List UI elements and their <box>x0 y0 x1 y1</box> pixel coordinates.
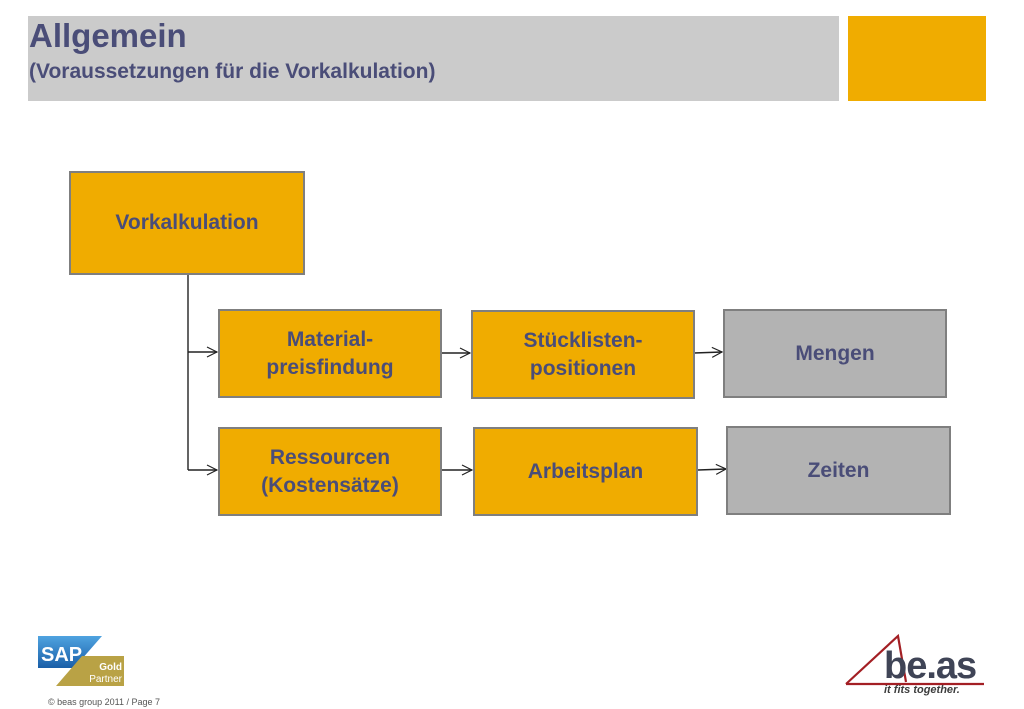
node-zeiten: Zeiten <box>726 426 951 515</box>
node-vorkalkulation-label: Vorkalkulation <box>115 211 259 234</box>
beas-tagline: it fits together. <box>884 684 960 696</box>
node-mengen-label: Mengen <box>795 341 875 365</box>
svg-text:Gold: Gold <box>99 662 122 673</box>
sap-gold-partner-logo: SAP Gold Partner <box>38 636 124 686</box>
node-materialpreisfindung: Material- preisfindung <box>218 309 442 398</box>
node-zeiten-label: Zeiten <box>807 458 870 482</box>
svg-text:be.as: be.as <box>884 645 976 687</box>
header-accent-box <box>848 16 986 101</box>
footer-copyright: © beas group 2011 / Page 7 <box>48 697 161 707</box>
node-stuecklistenpositionen: Stücklisten- positionen <box>471 310 695 399</box>
page-title: Allgemein <box>29 17 187 54</box>
svg-text:Partner: Partner <box>89 674 122 685</box>
node-materialpreisfindung-label: Material- preisfindung <box>266 327 394 379</box>
node-arbeitsplan-label: Arbeitsplan <box>527 459 644 483</box>
page-subtitle: (Voraussetzungen für die Vorkalkulation) <box>29 60 436 83</box>
node-arbeitsplan: Arbeitsplan <box>473 427 698 516</box>
node-ressourcen-label: Ressourcen (Kostensätze) <box>261 445 399 497</box>
node-vorkalkulation: Vorkalkulation <box>69 171 305 275</box>
arrow-stueckliste-to-mengen <box>693 352 722 353</box>
header-bar <box>28 16 839 101</box>
svg-text:SAP: SAP <box>41 644 82 666</box>
node-ressourcen: Ressourcen (Kostensätze) <box>218 427 442 516</box>
beas-logo: be.as <box>845 633 984 687</box>
arrow-arbeitsplan-to-zeiten <box>697 469 726 470</box>
node-mengen: Mengen <box>723 309 947 398</box>
node-stuecklistenpositionen-label: Stücklisten- positionen <box>523 328 643 380</box>
